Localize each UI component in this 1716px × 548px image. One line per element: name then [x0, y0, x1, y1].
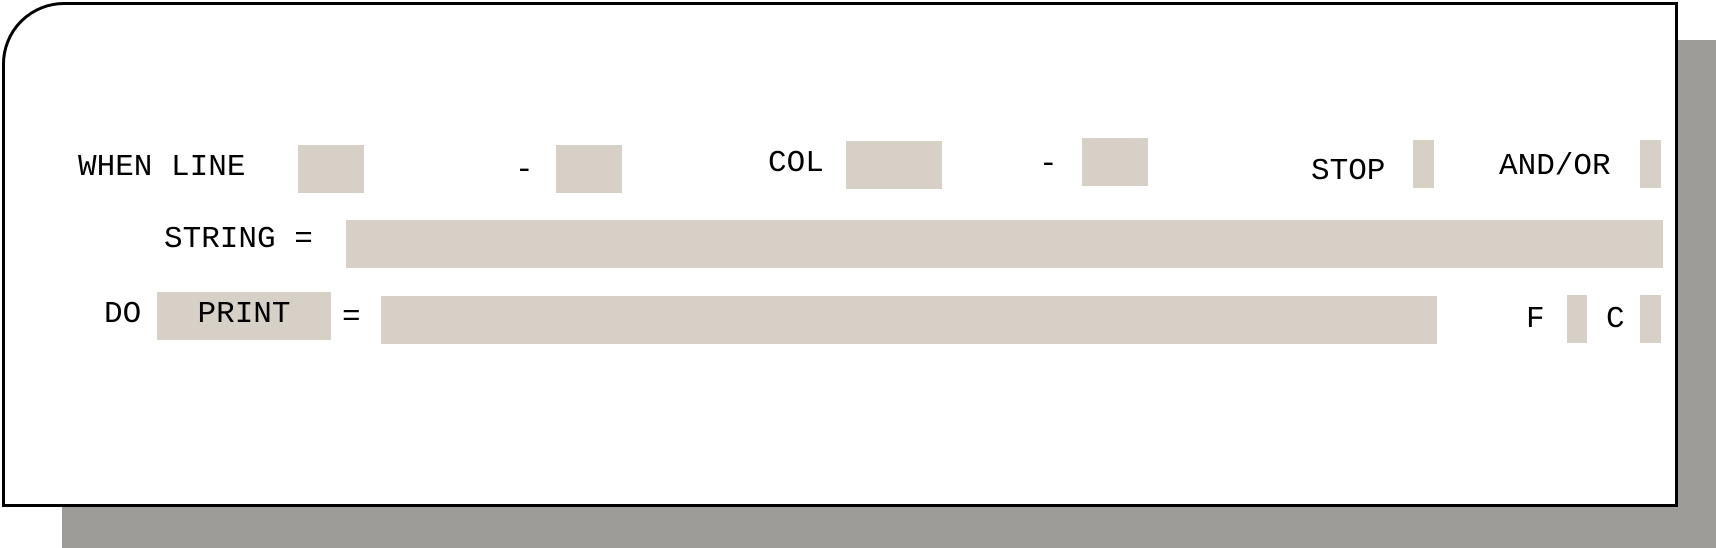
f-field[interactable] [1567, 295, 1587, 343]
col-range-dash: - [1039, 147, 1058, 182]
c-field[interactable] [1640, 295, 1661, 343]
stop-field[interactable] [1413, 140, 1434, 188]
action-select[interactable]: PRINT [157, 292, 331, 340]
and-or-label: AND/OR [1499, 149, 1611, 184]
col-to-field[interactable] [1082, 138, 1148, 186]
do-equals-label: = [342, 300, 361, 335]
and-or-field[interactable] [1640, 140, 1661, 188]
when-line-label: WHEN LINE [78, 150, 246, 185]
line-range-dash: - [515, 153, 534, 188]
c-label: C [1606, 302, 1625, 337]
line-from-field[interactable] [298, 145, 364, 193]
do-label: DO [104, 297, 142, 332]
col-label: COL [768, 146, 824, 181]
line-to-field[interactable] [556, 145, 622, 193]
col-from-field[interactable] [846, 141, 942, 189]
stop-label: STOP [1311, 154, 1386, 189]
do-value-field[interactable] [381, 296, 1437, 344]
string-field[interactable] [346, 220, 1663, 268]
string-label: STRING = [164, 222, 313, 257]
f-label: F [1526, 302, 1545, 337]
